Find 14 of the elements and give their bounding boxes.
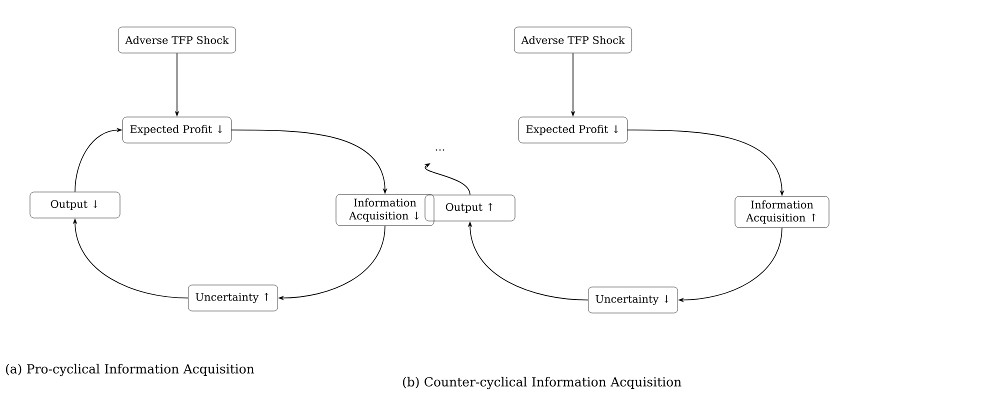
arrow <box>424 163 470 196</box>
process-box: Uncertainty ↓ <box>588 286 678 314</box>
process-box: Information Acquisition ↓ <box>336 194 434 226</box>
caption: (a) Pro-cyclical Information Acquisition <box>6 364 254 376</box>
process-box: Output ↓ <box>30 192 120 218</box>
process-box: Adverse TFP Shock <box>514 26 632 54</box>
process-box: Output ↑ <box>424 194 516 222</box>
process-box: Adverse TFP Shock <box>118 26 236 54</box>
ellipsis-text: … <box>436 149 444 151</box>
caption: (b) Counter-cyclical Information Acquisition <box>403 376 682 390</box>
process-box: Expected Profit ↓ <box>518 116 628 144</box>
process-box: Uncertainty ↑ <box>188 284 278 312</box>
process-box: Information Acquisition ↑ <box>734 196 830 228</box>
process-box: Expected Profit ↓ <box>122 116 232 144</box>
